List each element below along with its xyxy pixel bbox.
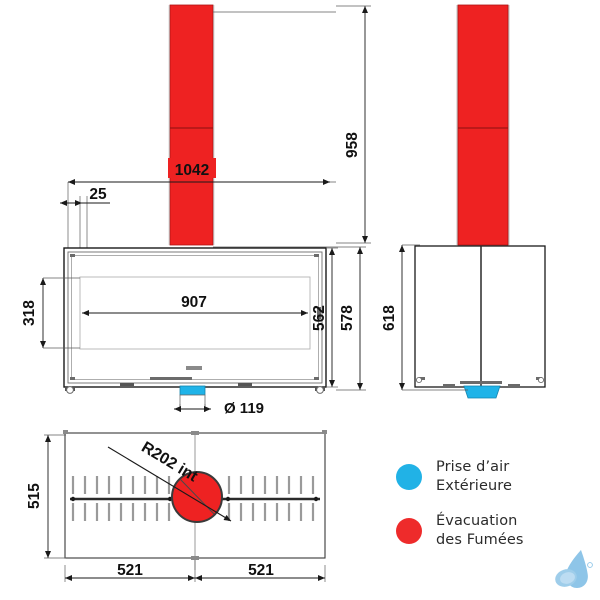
front-view: 1042 25 bbox=[21, 4, 371, 417]
air-inlet-front: Ø 119 bbox=[174, 385, 264, 417]
dimension-total-height: 958 bbox=[336, 5, 371, 244]
foot-right bbox=[316, 386, 324, 394]
legend-smoke-line2: des Fumées bbox=[436, 532, 524, 549]
legend-label-air-intake: Prise d’air Extérieure bbox=[436, 458, 512, 496]
plan-centre-marks bbox=[63, 430, 327, 560]
label-plan-half-right: 521 bbox=[248, 562, 274, 579]
foot-left bbox=[66, 386, 74, 394]
dimension-offset-left: 25 bbox=[60, 186, 110, 206]
legend-air-line1: Prise d’air bbox=[436, 459, 510, 475]
logo-registered-mark bbox=[587, 562, 593, 568]
legend-dot-smoke-exhaust bbox=[396, 518, 422, 545]
air-inlet-collar bbox=[179, 394, 206, 410]
logo-ellipse-inner bbox=[560, 572, 575, 584]
dimension-plan-depth: 515 bbox=[26, 434, 66, 559]
label-glass-width: 907 bbox=[181, 294, 207, 311]
flue-column-side bbox=[456, 4, 510, 246]
dimension-body-height-inner: 562 bbox=[311, 247, 338, 388]
label-total-height: 958 bbox=[344, 132, 361, 158]
body-hardware-marks bbox=[70, 254, 321, 380]
label-plan-depth: 515 bbox=[26, 483, 43, 509]
label-side-depth: 618 bbox=[381, 305, 398, 331]
legend-item-air-intake: Prise d’air Extérieure bbox=[396, 458, 512, 496]
dimension-plan-halves: 521 521 bbox=[64, 560, 326, 582]
dimension-glass-width: 907 bbox=[82, 290, 308, 316]
label-flue-width: 1042 bbox=[175, 162, 209, 179]
label-body-height-outer: 578 bbox=[339, 305, 356, 331]
flue-circle-diagonal bbox=[179, 478, 215, 515]
label-body-height-inner: 562 bbox=[311, 305, 328, 331]
flue-red-body-side bbox=[457, 4, 509, 246]
plan-view: R202 int 515 521 521 bbox=[26, 430, 327, 582]
air-inlet-side bbox=[463, 385, 501, 399]
dimension-flue-width: 1042 bbox=[68, 158, 330, 185]
dimension-body-height-outer: 578 bbox=[336, 246, 366, 391]
water-drop-logo bbox=[555, 550, 593, 588]
legend-air-line2: Extérieure bbox=[436, 478, 513, 495]
label-offset-left: 25 bbox=[89, 186, 107, 203]
legend-smoke-line1: Évacuation bbox=[436, 513, 518, 529]
label-plan-half-left: 521 bbox=[117, 562, 143, 579]
dimension-side-depth: 618 bbox=[381, 244, 468, 391]
legend-dot-air-intake bbox=[396, 464, 422, 491]
fireplace-body-front bbox=[63, 247, 327, 394]
flue-red-body bbox=[169, 4, 214, 246]
label-air-inlet-diameter: Ø 119 bbox=[224, 400, 264, 417]
air-inlet-blue-block bbox=[179, 385, 206, 396]
label-glass-height: 318 bbox=[21, 300, 38, 326]
side-view: 618 bbox=[381, 4, 546, 399]
flue-column-front bbox=[168, 4, 215, 246]
dimension-glass-height: 318 bbox=[21, 277, 80, 349]
legend-label-smoke-exhaust: Évacuation des Fumées bbox=[436, 512, 524, 550]
legend-item-smoke-exhaust: Évacuation des Fumées bbox=[396, 512, 524, 550]
side-body-outline bbox=[414, 245, 546, 388]
